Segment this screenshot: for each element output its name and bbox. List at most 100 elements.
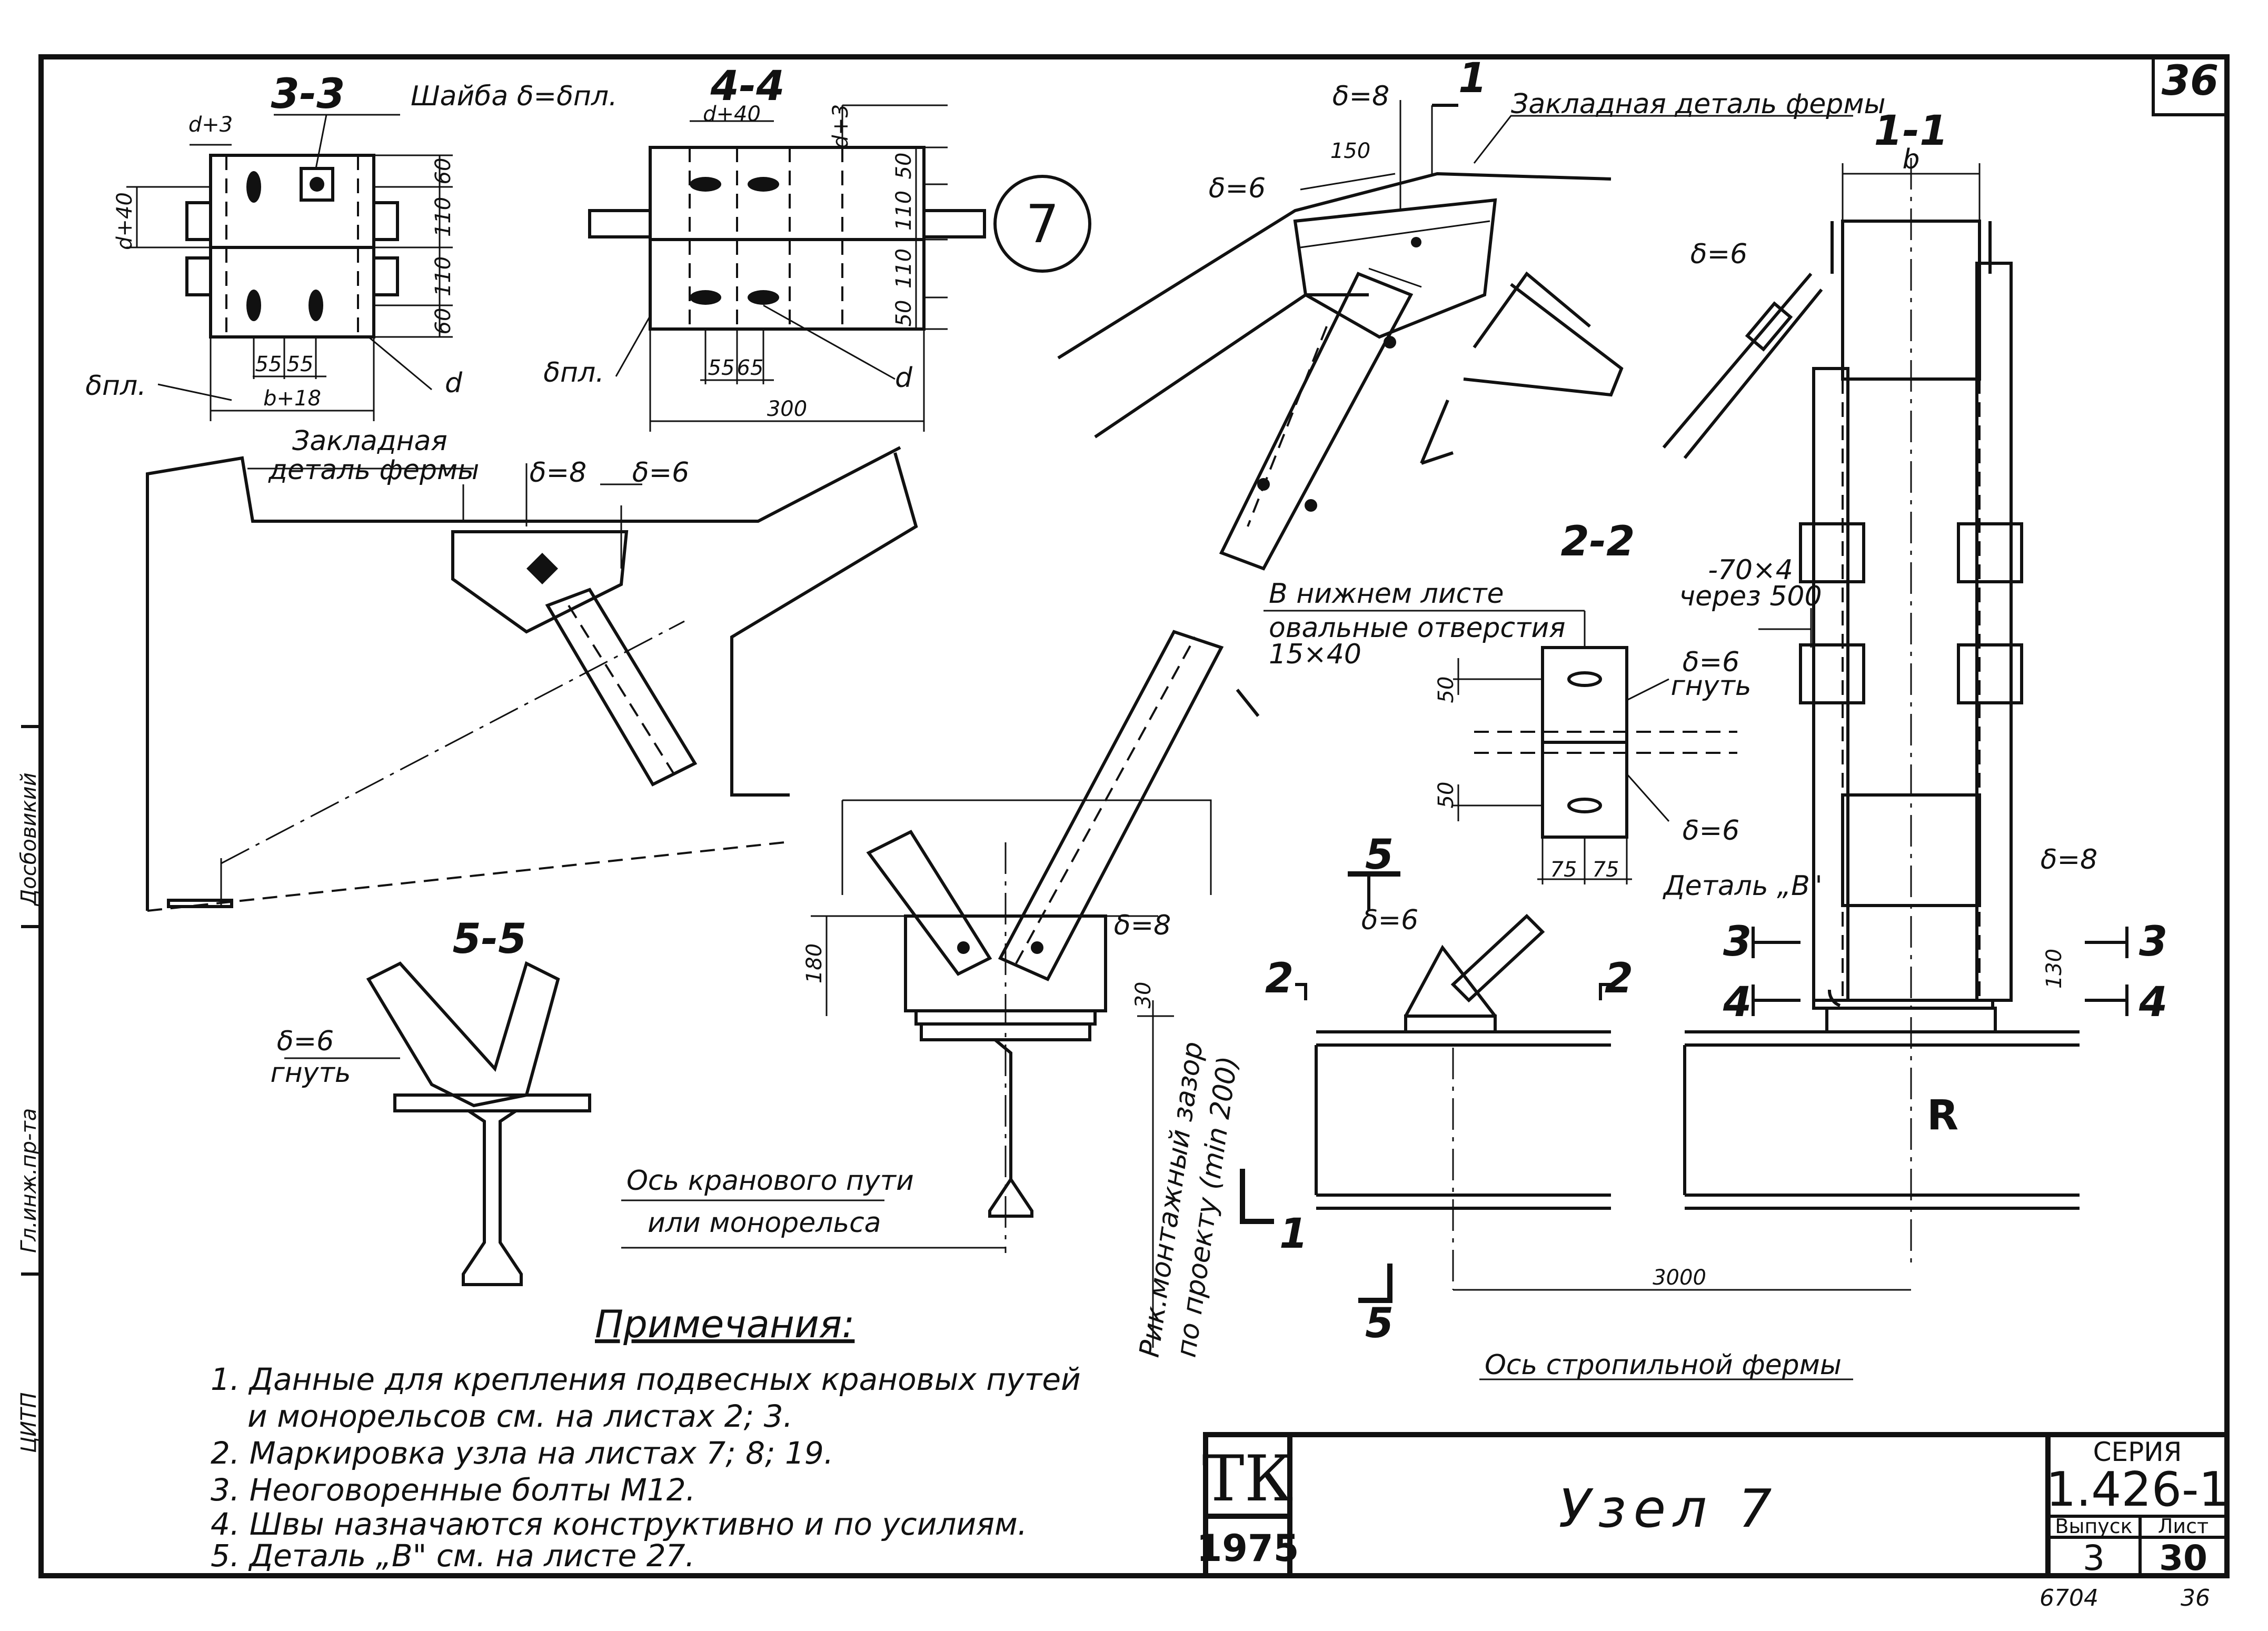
section-mark-2-right: 2 <box>1605 955 1633 1002</box>
label-delta6-22a-l1: δ=6 <box>1683 647 1739 678</box>
section-mark-4-right: 4 <box>2138 979 2167 1026</box>
node-marker-circle <box>993 175 1091 273</box>
section-marks-3-4 <box>1752 927 2128 1016</box>
reaction-r: R <box>1927 1092 1958 1139</box>
label-bpl-33: δпл. <box>85 370 146 402</box>
label-bpl-44: δпл. <box>543 357 604 389</box>
label-crane-axis-l1: Ось кранового пути <box>626 1165 914 1197</box>
dim-110c: 110 <box>892 191 916 231</box>
label-delta8-11: δ=8 <box>2041 844 2097 876</box>
section-mark-5-top: 5 <box>1365 831 1394 879</box>
section-4-4-title: 4-4 <box>710 63 785 110</box>
top-node-view <box>1057 100 1853 571</box>
section-4-4 <box>588 104 986 432</box>
dim-d3: d+3 <box>188 113 233 137</box>
corner-sheet-number: 36 <box>2162 57 2219 105</box>
dim-180: 180 <box>802 943 827 983</box>
note-1-line-1: 1. Данные для крепления подвесных кранов… <box>211 1361 1081 1397</box>
label-embedded-top: Закладная деталь фермы <box>1511 88 1886 120</box>
note-3: 3. Неоговоренные болты М12. <box>211 1472 695 1508</box>
dim-150: 150 <box>1330 139 1370 163</box>
section-3-3 <box>126 114 453 421</box>
dim-50d: 50 <box>1434 782 1458 809</box>
label-strap-l1: -70×4 <box>1708 554 1793 586</box>
label-delta6-55-l1: δ=6 <box>277 1026 334 1057</box>
section-mark-3-right: 3 <box>2139 918 2167 966</box>
dim-75a: 75 <box>1550 858 1577 882</box>
view-5-plate <box>1295 871 1611 1033</box>
label-detail-b: Деталь „В" <box>1663 870 1823 902</box>
crane-girder-side <box>1240 1030 2080 1303</box>
label-washer: Шайба δ=δпл. <box>411 81 618 112</box>
dim-55a: 55 <box>255 352 282 376</box>
footer-left-number: 6704 <box>2040 1585 2098 1612</box>
section-3-3-title: 3-3 <box>271 71 345 118</box>
dim-60a: 60 <box>431 158 455 185</box>
label-truss-axis: Ось стропильной фермы <box>1485 1349 1842 1381</box>
dim-b18: b+18 <box>263 386 321 411</box>
dim-3000: 3000 <box>1653 1266 1706 1290</box>
tb-year: 1975 <box>1197 1527 1299 1570</box>
footer-right-number: 36 <box>2181 1585 2210 1612</box>
section-mark-1-bottom: 1 <box>1279 1210 1308 1258</box>
dim-110b: 110 <box>431 256 455 296</box>
section-mark-4-left: 4 <box>1723 979 1752 1026</box>
note-2: 2. Маркировка узла на листах 7; 8; 19. <box>211 1435 833 1471</box>
label-d-44: d <box>895 362 913 394</box>
side-stamp: Гл.инж.пр-та Досбовикий ЦИТП <box>17 725 41 1454</box>
side-stamp-engineer: Гл.инж.пр-та <box>17 1108 41 1253</box>
section-2-2-title: 2-2 <box>1561 518 1635 565</box>
section-mark-1-top: 1 <box>1458 55 1487 102</box>
dim-110d: 110 <box>892 248 916 289</box>
label-delta6-22b: δ=6 <box>1683 815 1739 847</box>
tb-sheet-label: Лист <box>2158 1515 2209 1538</box>
note-5: 5. Деталь „В" см. на листе 27. <box>211 1538 695 1574</box>
truss-elevation <box>146 446 918 912</box>
notes-heading: Примечания: <box>595 1302 854 1346</box>
tb-issue-value: 3 <box>2083 1538 2105 1578</box>
tb-tk: ТК <box>1202 1443 1294 1516</box>
label-delta6-22a-l2: гнуть <box>1670 670 1751 702</box>
label-delta6-11: δ=6 <box>1690 238 1747 270</box>
label-strap-l2: через 500 <box>1679 581 1822 612</box>
label-holes-l3: 15×40 <box>1269 639 1361 670</box>
dim-30: 30 <box>1131 982 1156 1009</box>
dim-130: 130 <box>2042 949 2066 989</box>
section-1-1 <box>1662 158 2023 1264</box>
label-embedded-left-l2: деталь фермы <box>268 454 479 486</box>
section-mark-3-left: 3 <box>1723 918 1752 966</box>
label-crane-axis-l2: или монорельса <box>648 1207 881 1239</box>
dim-55b: 55 <box>287 352 314 376</box>
dim-d40-44: d+40 <box>703 102 761 126</box>
label-delta6-5: δ=6 <box>1361 904 1418 936</box>
dim-75b: 75 <box>1593 858 1619 882</box>
label-d-33: d <box>445 367 463 399</box>
dim-50a: 50 <box>892 153 916 180</box>
dim-b-11: b <box>1902 144 1919 175</box>
dim-d40-33: d+40 <box>113 192 137 250</box>
label-delta8-rail: δ=8 <box>1114 910 1171 941</box>
tb-series-value: 1.426-1 <box>2046 1462 2229 1517</box>
node-marker-number: 7 <box>1026 193 1059 255</box>
section-2-2 <box>1264 610 1737 884</box>
dim-50b: 50 <box>892 300 916 327</box>
note-4: 4. Швы назначаются конструктивно и по ус… <box>211 1506 1027 1542</box>
dim-50c: 50 <box>1434 677 1458 703</box>
dim-60b: 60 <box>431 308 455 335</box>
side-stamp-name: Досбовикий <box>17 772 41 907</box>
title-block <box>1203 1432 2230 1578</box>
tb-issue-label: Выпуск <box>2055 1515 2132 1538</box>
section-5-5 <box>284 961 591 1286</box>
sheet-frame <box>38 54 2230 1578</box>
tb-sheet-value: 30 <box>2159 1538 2207 1578</box>
dim-55c: 55 <box>708 356 735 380</box>
section-1-1-title: 1-1 <box>1874 107 1948 155</box>
note-1-line-2: и монорельсов см. на листах 2; 3. <box>247 1398 793 1434</box>
dim-300: 300 <box>767 397 807 421</box>
tb-series-label: СЕРИЯ <box>2093 1437 2182 1467</box>
label-delta6-55-l2: гнуть <box>270 1057 351 1089</box>
section-mark-2-left: 2 <box>1265 955 1294 1002</box>
tb-title: Узел 7 <box>1559 1478 1779 1539</box>
side-stamp-org: ЦИТП <box>17 1393 41 1454</box>
label-holes-l2: овальные отверстия <box>1269 612 1566 644</box>
